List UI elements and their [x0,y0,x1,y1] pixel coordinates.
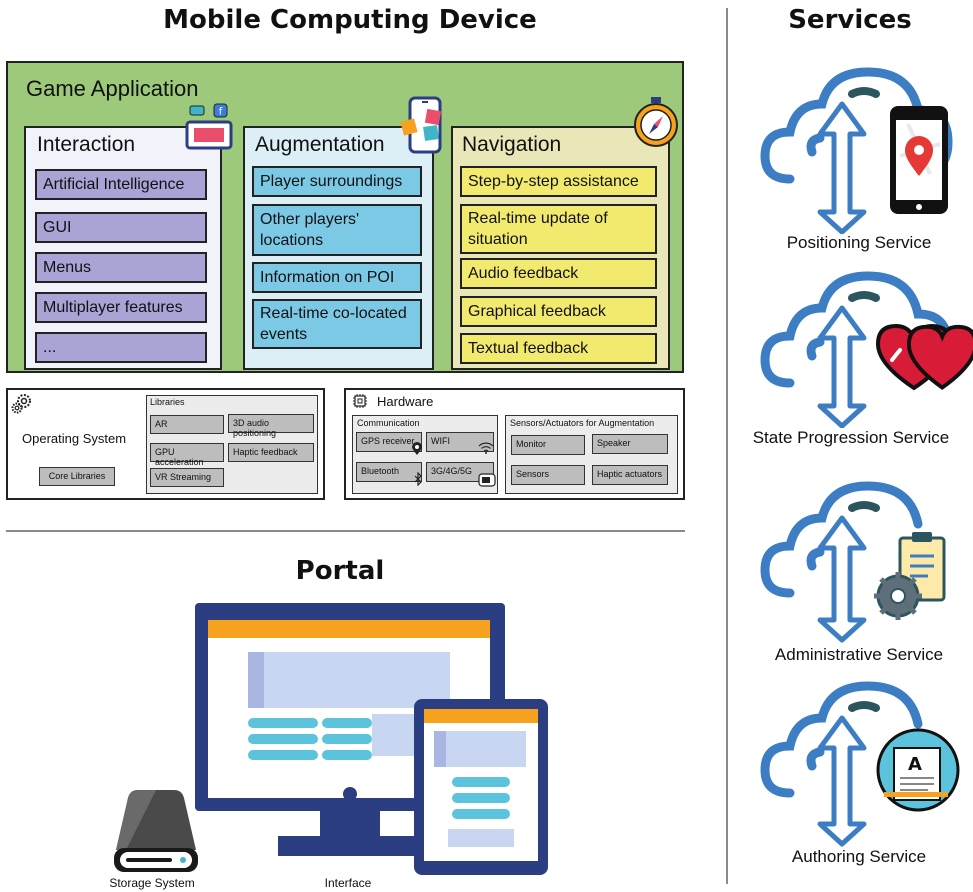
sensors-label: Sensors/Actuators for Augmentation [510,418,655,428]
administrative-cloud-icon [760,481,946,643]
interface-label: Interface [324,876,372,890]
svg-text:A: A [908,754,922,775]
service-label: Authoring Service [791,847,927,866]
authoring-cloud-icon: A [760,681,960,847]
augmentation-item: Other players' locations [252,204,422,256]
libraries-label: Libraries [150,397,185,407]
bluetooth-icon [414,472,422,486]
service-label: State Progression Service [752,428,950,447]
sim-card-icon [478,473,496,487]
positioning-cloud-icon [760,67,953,234]
augmentation-item: Information on POI [252,262,422,293]
navigation-item: Audio feedback [460,258,657,289]
communication-chip: WIFI [426,432,494,452]
interaction-item: Artificial Intelligence [35,169,207,200]
hardware-label: Hardware [377,394,434,409]
interaction-title: Interaction [37,133,136,156]
vertical-divider [726,8,728,884]
library-chip: GPU acceleration [150,443,224,467]
svg-text:f: f [219,107,223,118]
interaction-item: Multiplayer features [35,292,207,323]
navigation-item: Graphical feedback [460,296,657,327]
navigation-title: Navigation [462,133,562,156]
game-application-label: Game Application [26,76,199,101]
service-label: Positioning Service [786,233,932,252]
services-heading: Services [788,5,912,35]
interaction-item: Menus [35,252,207,283]
state-progression-cloud-icon [760,271,973,428]
gps-pin-icon [412,442,422,455]
augmentation-item: Player surroundings [252,166,422,197]
library-chip: Haptic feedback [228,443,314,462]
augmentation-title: Augmentation [255,133,385,156]
library-chip: 3D audio positioning [228,414,314,438]
wifi-icon [478,442,494,454]
chip-icon [353,394,367,408]
navigation-item: Real-time update of situation [460,204,657,254]
communication-chip: Bluetooth [356,462,422,482]
navigation-item: Step-by-step assistance [460,166,657,197]
sensor-chip: Monitor [511,435,585,455]
interaction-column [24,126,222,370]
tablet-illustration [414,699,548,875]
service-label: Administrative Service [774,645,944,664]
mobile-heading: Mobile Computing Device [163,5,537,35]
library-chip: VR Streaming [150,468,224,487]
library-chip: AR [150,415,224,434]
tv-social-icon: f [185,103,233,150]
gears-icon [11,394,31,414]
communication-label: Communication [357,418,420,428]
storage-system-label: Storage System [109,876,195,890]
core-libraries-chip: Core Libraries [39,467,115,486]
phone-ar-icon [400,96,442,154]
compass-icon [634,97,678,147]
sensor-chip: Haptic actuators [592,465,668,485]
communication-chip: 3G/4G/5G [426,462,494,482]
operating-system-label: Operating System [22,431,127,446]
augmentation-item: Real-time co-located events [252,299,422,349]
interaction-item: GUI [35,212,207,243]
sensor-chip: Sensors [511,465,585,485]
sensor-chip: Speaker [592,434,668,454]
interaction-item: ... [35,332,207,363]
horizontal-divider [6,530,685,532]
communication-chip: GPS receiver [356,432,422,452]
portal-heading: Portal [295,556,385,586]
storage-drive-icon [114,790,198,872]
navigation-item: Textual feedback [460,333,657,364]
